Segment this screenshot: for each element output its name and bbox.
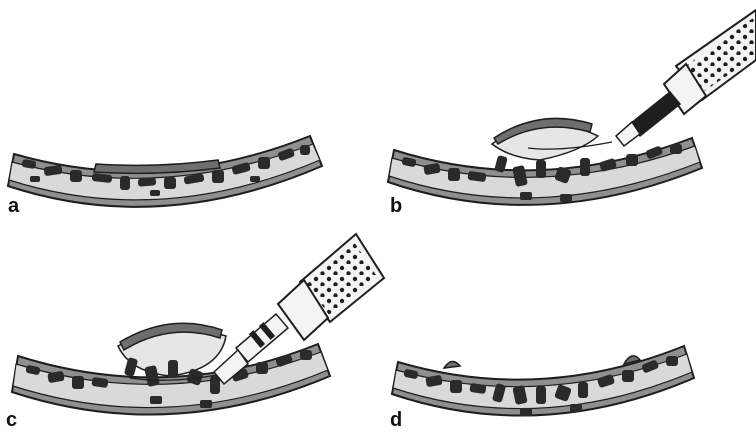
panel-label-a: a bbox=[8, 195, 20, 217]
panel-b: b bbox=[388, 10, 756, 217]
panel-d: d bbox=[390, 346, 694, 431]
residual-cap-left bbox=[444, 361, 460, 368]
instrument-shaft bbox=[236, 314, 288, 362]
probe-instrument bbox=[616, 10, 756, 146]
panel-a: a bbox=[8, 136, 322, 217]
panel-label-c: c bbox=[6, 409, 17, 431]
panel-c: c bbox=[6, 234, 384, 431]
panel-label-b: b bbox=[390, 195, 402, 217]
panel-label-d: d bbox=[390, 409, 402, 431]
